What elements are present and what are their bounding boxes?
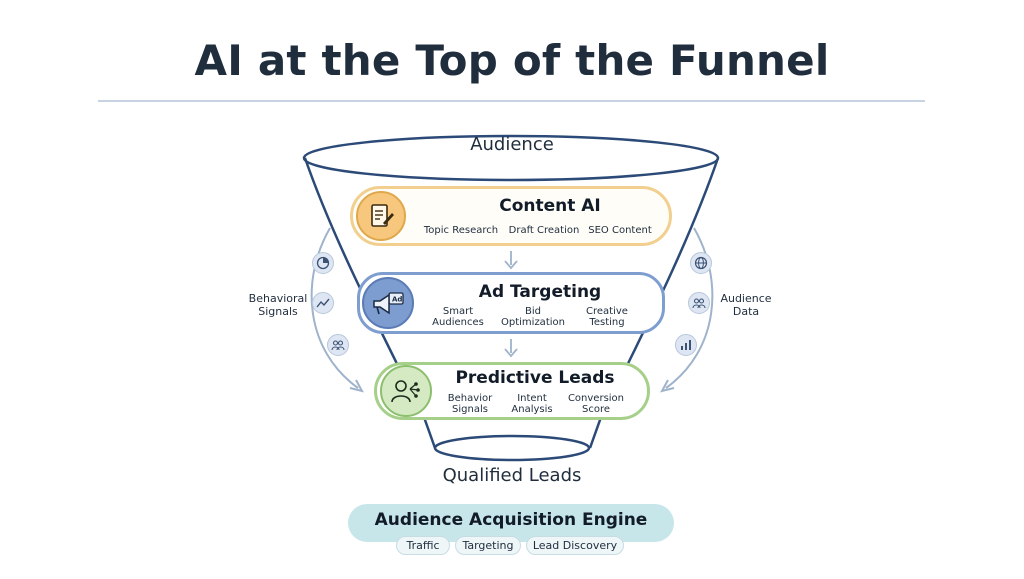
stage-item-line: Score xyxy=(581,404,610,415)
stage-item-line: Optimization xyxy=(501,317,565,328)
bar-chart-icon xyxy=(675,334,697,356)
people-icon xyxy=(688,292,710,314)
page-title: AI at the Top of the Funnel xyxy=(194,36,830,85)
stage-item: Behavior Signals xyxy=(442,393,498,415)
stage-item-line: Intent xyxy=(517,393,547,404)
stage-item: Topic Research xyxy=(423,225,499,236)
stage-item-line: Signals xyxy=(452,404,488,415)
stage-arrow xyxy=(504,251,518,270)
stage-item-line: Audiences xyxy=(432,317,484,328)
side-label-line: Signals xyxy=(258,305,298,318)
engine-title: Audience Acquisition Engine xyxy=(374,510,648,530)
stage-item: Creative Testing xyxy=(578,306,636,328)
stage-title: Predictive Leads xyxy=(455,368,615,388)
engine-tag: Lead Discovery xyxy=(526,536,624,555)
people-icon xyxy=(327,334,349,356)
stage-title: Ad Targeting xyxy=(478,282,602,302)
engine-tag: Traffic xyxy=(396,536,450,555)
megaphone-ad-icon: Ad xyxy=(362,277,414,329)
stage-item: Bid Optimization xyxy=(500,306,566,328)
stage-item-line: Testing xyxy=(589,317,625,328)
right-input-arrow xyxy=(665,227,714,389)
stage-item: Smart Audiences xyxy=(428,306,488,328)
stage-item: SEO Content xyxy=(588,225,652,236)
document-pen-icon xyxy=(356,191,406,241)
stage-title: Content AI xyxy=(499,196,601,216)
behavioral-signals-label: Behavioral Signals xyxy=(243,292,313,318)
stage-item: Intent Analysis xyxy=(506,393,558,415)
side-label-line: Audience xyxy=(720,292,772,305)
stage-item-line: Bid xyxy=(525,306,541,317)
stage-arrow xyxy=(504,339,518,358)
stage-item: Conversion Score xyxy=(564,393,628,415)
side-label-line: Data xyxy=(732,305,760,318)
funnel-bottom-label: Qualified Leads xyxy=(442,465,582,486)
funnel-top-label: Audience xyxy=(470,134,554,155)
audience-data-label: Audience Data xyxy=(711,292,781,318)
stage-item-line: Behavior xyxy=(447,393,493,404)
engine-tag: Targeting xyxy=(455,536,521,555)
side-label-line: Behavioral xyxy=(248,292,308,305)
globe-icon xyxy=(690,252,712,274)
left-input-arrow xyxy=(310,227,359,389)
acquisition-engine-banner xyxy=(348,504,674,542)
trend-line-icon xyxy=(312,292,334,314)
title-divider xyxy=(98,100,925,102)
stage-item-line: Analysis xyxy=(511,404,553,415)
stage-item: Draft Creation xyxy=(508,225,580,236)
user-network-icon xyxy=(380,365,432,417)
stage-item-line: Creative xyxy=(586,306,628,317)
stage-item-line: Smart xyxy=(442,306,474,317)
pie-chart-icon xyxy=(312,252,334,274)
svg-text:Ad: Ad xyxy=(392,296,402,304)
funnel-bottom-rim xyxy=(433,434,591,462)
stage-item-line: Conversion xyxy=(567,393,625,404)
